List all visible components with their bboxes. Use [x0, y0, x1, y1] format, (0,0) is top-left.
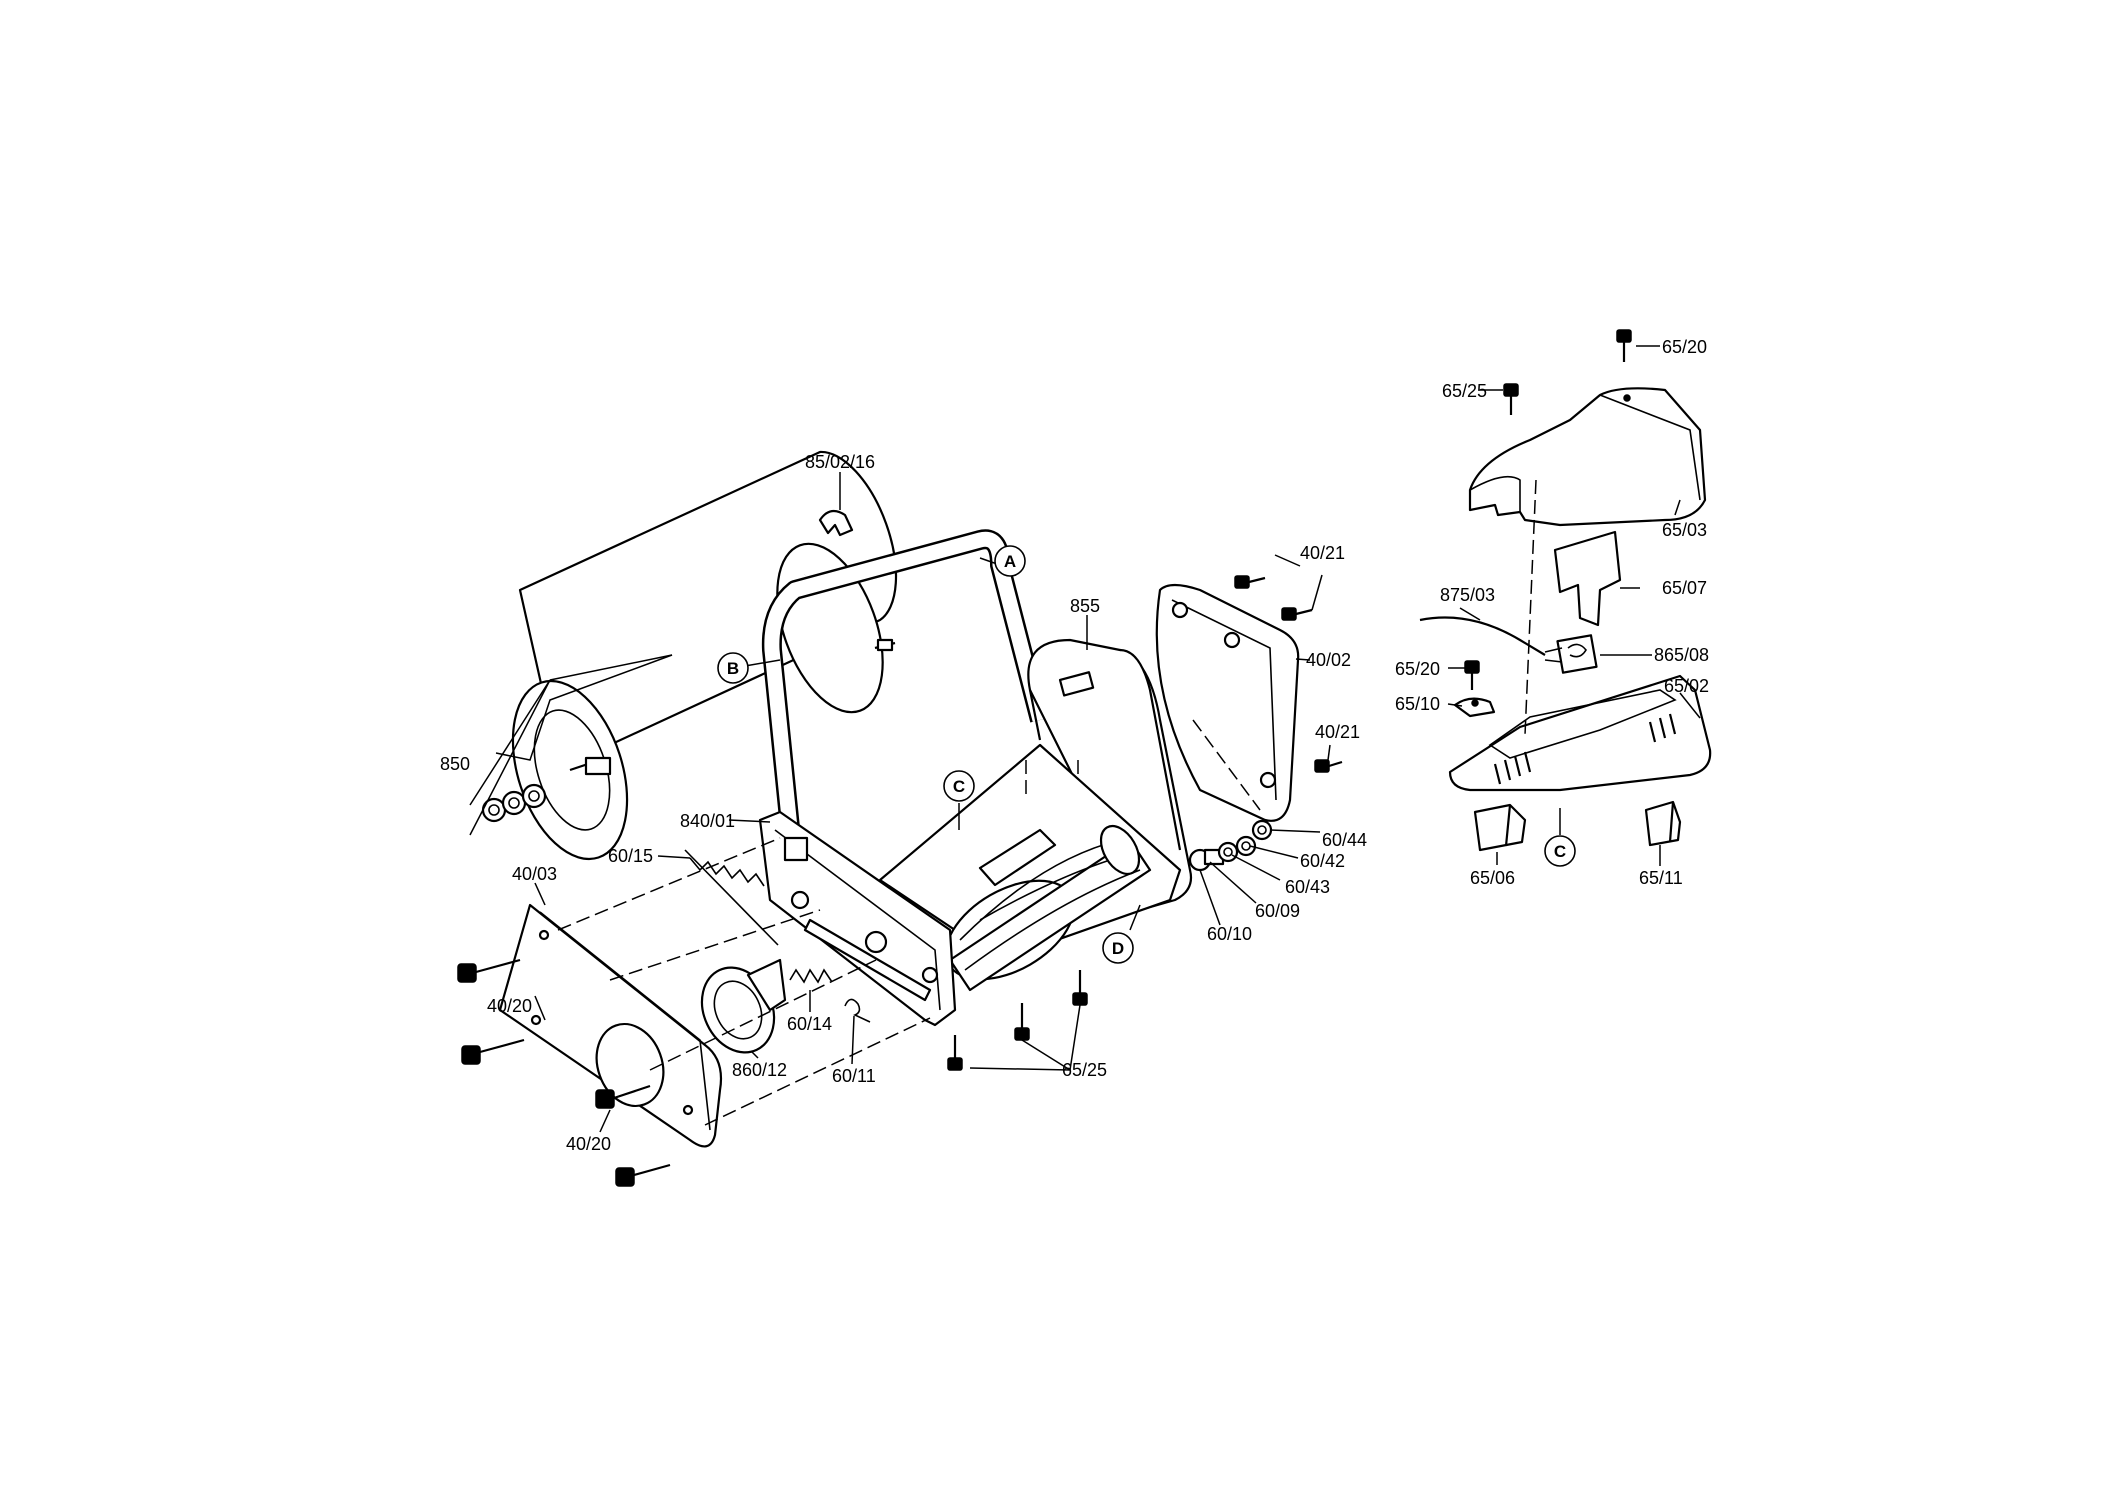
leader-lines — [469, 345, 1701, 1133]
callout-60-11: 60/11 — [832, 1066, 876, 1086]
foot-65-11 — [1644, 800, 1682, 847]
marker-c-left: C — [943, 770, 975, 802]
screw-40-20-c — [595, 1084, 651, 1109]
screw-65-25-top — [1503, 383, 1519, 415]
callout-40-20-a: 40/20 — [487, 996, 532, 1016]
screw-65-20-top — [1616, 329, 1632, 362]
callout-875-03: 875/03 — [1440, 585, 1495, 605]
callout-850: 850 — [440, 754, 470, 774]
callout-60-43: 60/43 — [1285, 877, 1330, 897]
cable-875-03 — [1419, 616, 1563, 663]
callout-65-02: 65/02 — [1664, 676, 1709, 696]
screw-40-21-a — [1234, 575, 1266, 589]
screw-65-25-b — [1014, 1003, 1030, 1041]
washer-stack — [1188, 819, 1273, 872]
callout-65-25-top: 65/25 — [1442, 381, 1487, 401]
foot-65-06 — [1473, 803, 1527, 852]
callout-65-25-bottom: 65/25 — [1062, 1060, 1107, 1080]
cutting-cylinder — [945, 825, 1152, 992]
screw-65-25-a — [1072, 970, 1088, 1006]
callout-65-06: 65/06 — [1470, 868, 1515, 888]
side-plate-840-01 — [758, 810, 957, 1027]
callouts: 85/02/16 855 850 840/01 60/15 40/03 40/2… — [440, 337, 1709, 1154]
callout-60-10: 60/10 — [1207, 924, 1252, 944]
callout-65-03: 65/03 — [1662, 520, 1707, 540]
callout-60-42: 60/42 — [1300, 851, 1345, 871]
base-housing-65-02 — [1448, 674, 1712, 792]
marker-b: B — [717, 652, 749, 684]
spring-60-14 — [789, 968, 833, 984]
switch-865-08 — [1556, 634, 1598, 674]
roller-washers — [481, 783, 547, 823]
callout-840-01: 840/01 — [680, 811, 735, 831]
marker-a-label: A — [1004, 552, 1016, 571]
alignment-lines — [557, 479, 1537, 1126]
callout-865-08: 865/08 — [1654, 645, 1709, 665]
callout-65-07: 65/07 — [1662, 578, 1707, 598]
callout-40-21-top: 40/21 — [1300, 543, 1345, 563]
roller-indicator-line — [469, 654, 673, 836]
marker-b-label: B — [727, 659, 739, 678]
callout-65-20-top: 65/20 — [1662, 337, 1707, 357]
spring-60-15 — [684, 849, 779, 946]
callout-65-10: 65/10 — [1395, 694, 1440, 714]
callout-860-12: 860/12 — [732, 1060, 787, 1080]
callout-60-44: 60/44 — [1322, 830, 1367, 850]
screw-40-20-a — [457, 958, 521, 983]
marker-c-right: C — [1544, 835, 1576, 867]
screw-65-20-mid — [1464, 660, 1480, 690]
motor-cover-65-03 — [1468, 387, 1707, 527]
marker-a: A — [994, 545, 1026, 577]
marker-c-right-label: C — [1554, 842, 1566, 861]
callout-65-11: 65/11 — [1639, 868, 1683, 888]
marker-d: D — [1102, 932, 1134, 964]
screw-40-21-c — [1314, 759, 1343, 773]
marker-d-label: D — [1112, 939, 1124, 958]
callout-40-20-b: 40/20 — [566, 1134, 611, 1154]
spring-60-11 — [844, 998, 871, 1023]
callout-65-20-mid: 65/20 — [1395, 659, 1440, 679]
screw-40-20-d — [615, 1163, 671, 1187]
callout-40-21-mid: 40/21 — [1315, 722, 1360, 742]
callout-60-09: 60/09 — [1255, 901, 1300, 921]
side-cover-40-03 — [498, 903, 723, 1148]
callout-855: 855 — [1070, 596, 1100, 616]
clip-85-02-16 — [818, 509, 854, 537]
screw-40-21-b — [1281, 607, 1313, 621]
callout-60-14: 60/14 — [787, 1014, 832, 1034]
callout-85-02-16: 85/02/16 — [805, 452, 875, 472]
screw-65-25-c — [947, 1035, 963, 1071]
callout-40-03: 40/03 — [512, 864, 557, 884]
vent-slots — [1493, 713, 1677, 785]
clamp-65-10 — [1453, 697, 1496, 718]
marker-c-left-label: C — [953, 777, 965, 796]
callout-60-15: 60/15 — [608, 846, 653, 866]
screw-40-20-b — [461, 1038, 525, 1065]
gear-860-12 — [700, 958, 787, 1054]
side-cover-40-02 — [1155, 583, 1300, 822]
shield-65-07 — [1553, 530, 1622, 627]
callout-40-02: 40/02 — [1306, 650, 1351, 670]
